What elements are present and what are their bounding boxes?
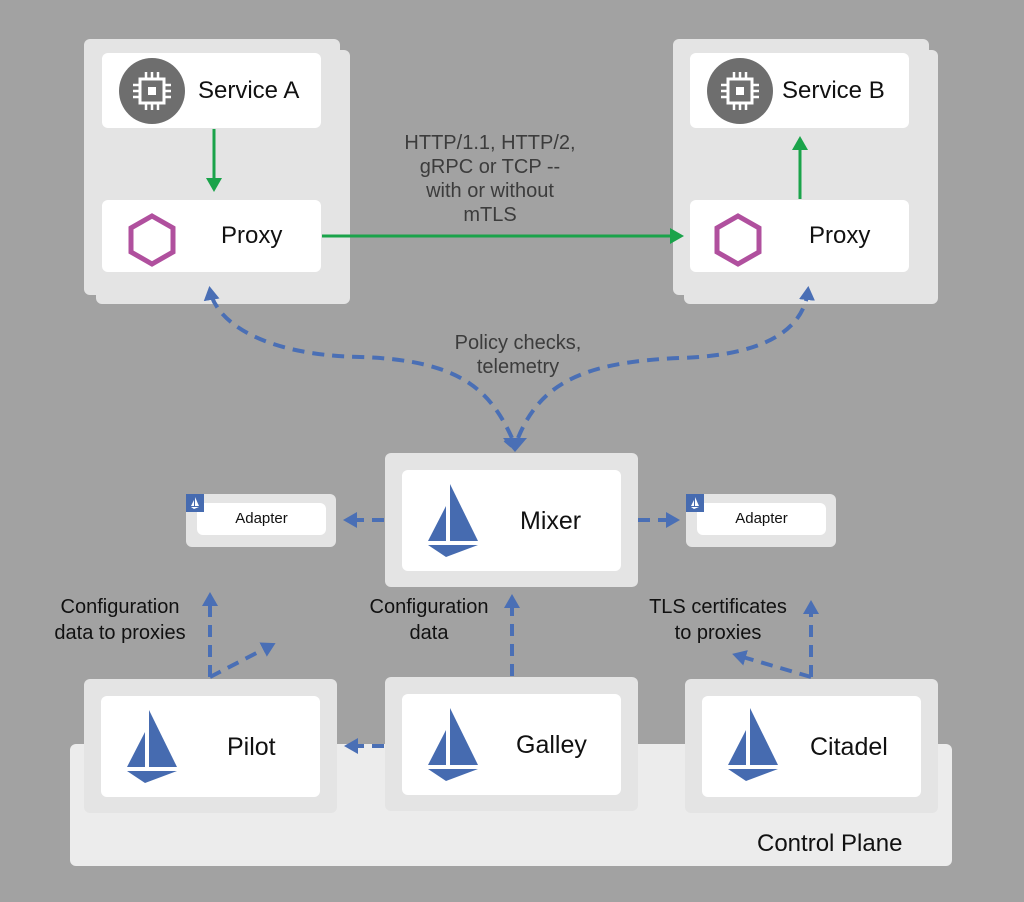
policy-into-mixer	[503, 438, 514, 448]
service-a-proxy-label: Proxy	[221, 222, 283, 249]
note-line: Configuration	[60, 596, 180, 618]
service-b-proxy-label: Proxy	[809, 222, 871, 249]
service-a-card[interactable]: Service A	[102, 53, 321, 128]
note-line: data	[409, 622, 449, 644]
service-b-card[interactable]: Service B	[690, 53, 909, 128]
citadel-tls-note: TLS certificates to proxies	[630, 594, 806, 646]
adapter-left-label: Adapter	[235, 510, 288, 527]
chip-icon	[119, 58, 185, 124]
service-b-proxy[interactable]: Proxy	[690, 200, 909, 272]
mixer-label: Mixer	[520, 507, 582, 535]
note-line: to proxies	[674, 622, 762, 644]
control-plane-label: Control Plane	[757, 830, 903, 857]
pilot-label: Pilot	[227, 733, 276, 761]
adapter-right-label: Adapter	[735, 510, 788, 527]
galley-label: Galley	[516, 731, 587, 759]
hexagon-icon	[122, 210, 182, 275]
galley-card[interactable]: Galley	[402, 694, 621, 795]
note-line: TLS certificates	[649, 596, 787, 618]
note-line: Configuration	[369, 596, 489, 618]
mixer-inbound-arrowhead	[503, 438, 527, 452]
note-line: HTTP/1.1, HTTP/2,	[404, 132, 576, 154]
mixer-card[interactable]: Mixer	[402, 470, 621, 571]
adapter-left-card[interactable]: Adapter	[197, 503, 326, 535]
service-b-title: Service B	[782, 77, 885, 104]
citadel-label: Citadel	[810, 733, 888, 761]
chip-icon	[707, 58, 773, 124]
istio-sail-icon	[726, 708, 782, 789]
istio-sail-icon	[186, 494, 204, 512]
istio-sail-icon	[686, 494, 704, 512]
istio-sail-icon	[125, 710, 181, 791]
note-line: gRPC or TCP --	[419, 156, 561, 178]
pilot-card[interactable]: Pilot	[101, 696, 320, 797]
galley-config-note: Configuration data	[350, 594, 508, 646]
traffic-protocol-note: HTTP/1.1, HTTP/2, gRPC or TCP -- with or…	[380, 131, 600, 227]
citadel-card[interactable]: Citadel	[702, 696, 921, 797]
service-a-title: Service A	[198, 77, 300, 104]
note-line: telemetry	[476, 356, 560, 378]
citadel-to-proxies-arrow-2	[732, 650, 812, 679]
istio-sail-icon	[426, 708, 482, 789]
note-line: Policy checks,	[454, 332, 582, 354]
adapter-right-card[interactable]: Adapter	[697, 503, 826, 535]
hexagon-icon	[708, 210, 768, 275]
policy-telemetry-note: Policy checks, telemetry	[418, 331, 618, 379]
note-line: with or without	[426, 180, 554, 202]
service-a-proxy[interactable]: Proxy	[102, 200, 321, 272]
pilot-to-proxies-arrow-2	[209, 642, 276, 679]
note-line: mTLS	[463, 204, 517, 226]
pilot-config-note: Configuration data to proxies	[40, 594, 200, 646]
istio-sail-icon	[426, 484, 482, 565]
note-line: data to proxies	[54, 622, 186, 644]
